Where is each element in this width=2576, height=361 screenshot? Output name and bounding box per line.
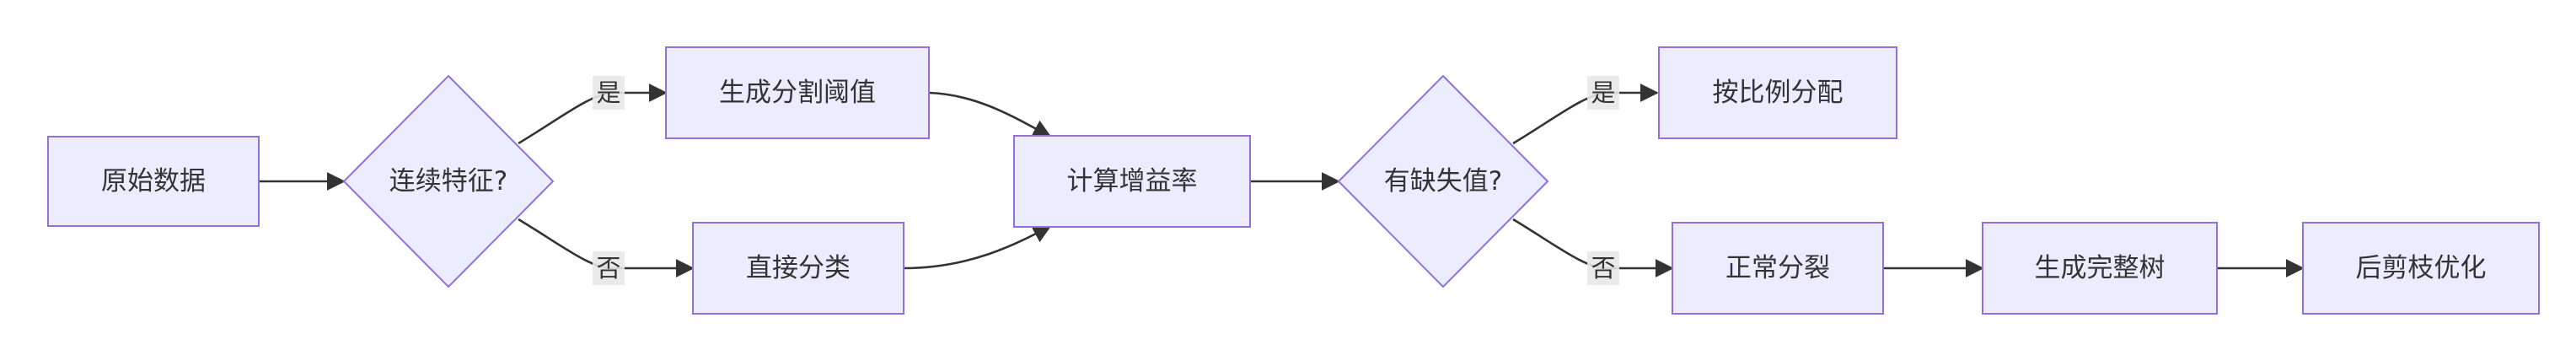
node-gen-full-tree-label: 生成完整树	[2035, 253, 2165, 283]
node-proportional-assign-label: 按比例分配	[1713, 78, 1843, 108]
nodes: 原始数据 连续特征? 生成分割阈值 直接分类 计算增益率 有缺失值? 按比例分配	[47, 46, 2540, 315]
label-yes-1: 是	[596, 78, 620, 107]
node-proportional-assign[interactable]: 按比例分配	[1658, 46, 1897, 139]
edge-labels: 是 否 是 否	[593, 76, 1619, 285]
label-no-2: 否	[1591, 254, 1615, 283]
edge-threshold-to-gain	[928, 91, 1052, 138]
node-has-missing[interactable]: 有缺失值?	[1337, 74, 1549, 288]
edge-label-continuous-yes: 是	[593, 76, 625, 110]
edge-missing-yes	[1512, 84, 1659, 145]
edge-direct-to-gain	[903, 224, 1052, 270]
edges	[260, 84, 2305, 277]
node-direct-split-label: 直接分类	[746, 253, 851, 283]
node-post-pruning-label: 后剪枝优化	[2356, 253, 2487, 283]
node-gen-threshold[interactable]: 生成分割阈值	[665, 46, 930, 139]
label-no-1: 否	[596, 254, 620, 283]
node-continuous-feature[interactable]: 连续特征?	[342, 74, 555, 288]
edge-label-missing-no: 否	[1587, 251, 1619, 285]
edge-continuous-yes	[518, 84, 668, 145]
node-has-missing-label: 有缺失值?	[1384, 166, 1502, 197]
edge-label-missing-yes: 是	[1587, 76, 1619, 110]
node-post-pruning[interactable]: 后剪枝优化	[2302, 222, 2540, 315]
node-calc-gain-ratio[interactable]: 计算增益率	[1013, 135, 1251, 228]
node-calc-gain-ratio-label: 计算增益率	[1067, 166, 1198, 197]
node-direct-split[interactable]: 直接分类	[692, 222, 904, 315]
node-gen-full-tree[interactable]: 生成完整树	[1982, 222, 2218, 315]
node-gen-threshold-label: 生成分割阈值	[719, 78, 876, 108]
node-normal-split-label: 正常分裂	[1725, 253, 1830, 283]
edge-label-continuous-no: 否	[593, 251, 625, 285]
node-raw-data[interactable]: 原始数据	[47, 136, 260, 227]
node-raw-data-label: 原始数据	[101, 166, 206, 197]
node-continuous-feature-label: 连续特征?	[389, 166, 507, 197]
node-normal-split[interactable]: 正常分裂	[1672, 222, 1884, 315]
label-yes-2: 是	[1591, 78, 1615, 107]
